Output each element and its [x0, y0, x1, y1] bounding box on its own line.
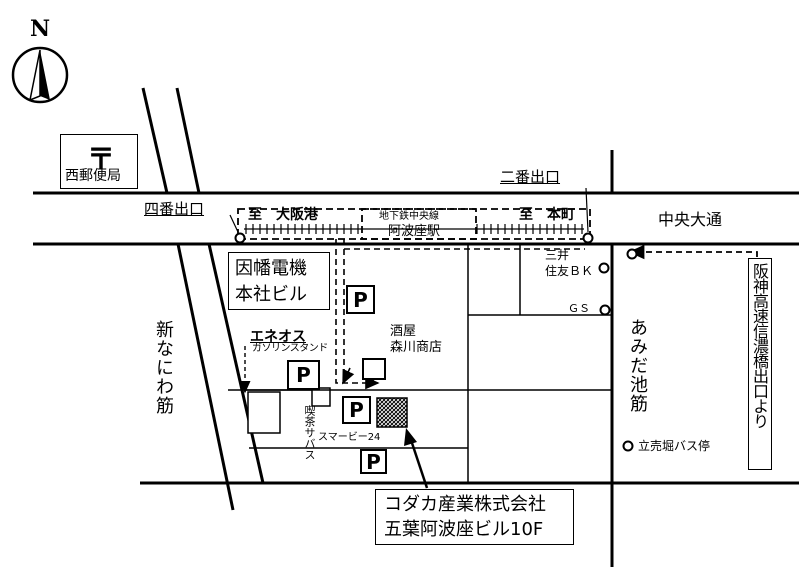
street-chuo-odori: 中央大通: [658, 210, 723, 229]
poi-markers: [598, 248, 638, 452]
destination-box: コダカ産業株式会社 五葉阿波座ビル10F: [375, 489, 574, 545]
sake-shop-line1: 酒屋: [390, 324, 417, 339]
street-shin-naniwa-suji: 新なにわ筋: [153, 320, 174, 415]
exit-2-label: 二番出口: [500, 168, 561, 186]
inaba-denki-line2: 本社ビル: [235, 284, 307, 305]
station-name: 阿波座駅: [388, 224, 441, 239]
compass-north-label: N: [30, 16, 51, 42]
sumitomo-bank-line2: 住友ＢＫ: [545, 264, 594, 278]
shin-naniwa-suji-road: [141, 87, 265, 511]
highway-note: 阪神高速信濃橋出口より: [750, 263, 769, 428]
post-office-box: 〒 西郵便局: [60, 134, 138, 189]
side-streets: [228, 244, 612, 483]
destination-building: [376, 397, 408, 428]
bus-stop-label: 立売堀バス停: [638, 439, 711, 453]
inaba-denki-line1: 因幡電機: [235, 258, 307, 279]
destination-arrow: [404, 428, 429, 489]
exit-4-label: 四番出口: [144, 200, 205, 218]
direction-osakako: 至 大阪港: [248, 207, 318, 223]
compass: [11, 46, 69, 104]
post-office-name: 西郵便局: [65, 168, 121, 184]
platform-rail: [244, 224, 584, 234]
smabi-label: スマービー24: [318, 432, 381, 443]
highway-route: [628, 244, 758, 260]
post-office-icon: 〒: [87, 142, 116, 175]
sake-shop-line2: 森川商店: [390, 340, 443, 355]
parking-icon: P: [346, 285, 375, 314]
street-amida-ike-suji: あみだ池筋: [627, 318, 648, 413]
gas-station-label: ガソリンスタンド: [252, 343, 328, 354]
small-parking-box: [362, 358, 386, 380]
station-line-label: 地下鉄中央線: [379, 211, 439, 222]
destination-company: コダカ産業株式会社: [384, 494, 546, 515]
parking-icon: P: [287, 360, 320, 390]
parking-icon: P: [360, 449, 387, 474]
destination-building-name: 五葉阿波座ビル10F: [384, 519, 544, 540]
gas-station-access: [239, 346, 330, 394]
gs-label: ＧＳ: [568, 302, 590, 315]
sumitomo-bank-line1: 三井: [545, 248, 570, 262]
inaba-denki-box: 因幡電機 本社ビル: [228, 252, 330, 310]
station-outline: [237, 208, 591, 240]
chuo-odori-road: [33, 191, 799, 246]
direction-honmachi: 至 本町: [519, 207, 575, 223]
walking-route: [335, 239, 585, 390]
cafe-label: 喫茶サバス: [303, 405, 316, 460]
highway-note-box: 阪神高速信濃橋出口より: [748, 258, 772, 470]
eneos-label: エネオス: [250, 329, 306, 345]
parking-icon: P: [342, 396, 371, 424]
exit-markers: [229, 187, 594, 244]
